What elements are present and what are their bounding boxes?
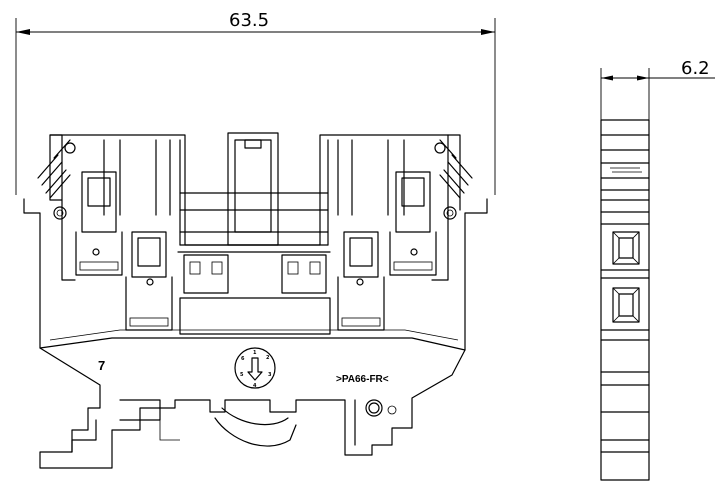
- clamp-lower-left: [125, 231, 173, 331]
- date-wheel: 1 2 3 4 5 6: [234, 347, 276, 389]
- thickness-dimension-label: 6.2: [681, 58, 710, 79]
- material-marking: >PA66-FR<: [336, 374, 389, 385]
- date-wheel-number-3: 3: [268, 372, 272, 378]
- date-wheel-number-1: 1: [253, 350, 257, 356]
- clamp-upper-left: [75, 171, 123, 276]
- front-view: 7 >PA66-FR< 1 2 3 4 5 6: [23, 132, 488, 469]
- side-view: [600, 119, 650, 481]
- date-wheel-number-4: 4: [253, 383, 257, 389]
- date-wheel-number-6: 6: [241, 356, 245, 362]
- width-dimension: 63.5: [15, 10, 496, 195]
- clamp-lower-right: [337, 231, 385, 331]
- date-wheel-number-5: 5: [240, 372, 244, 378]
- width-dimension-label: 63.5: [229, 10, 269, 31]
- thickness-dimension: 6.2: [600, 58, 715, 120]
- part-number-marking: 7: [98, 358, 105, 373]
- clamp-upper-right: [389, 171, 437, 276]
- date-wheel-number-2: 2: [266, 355, 270, 361]
